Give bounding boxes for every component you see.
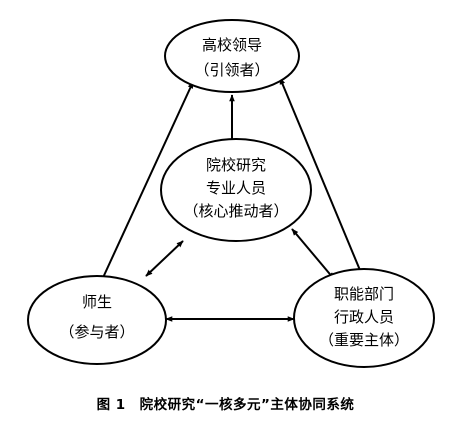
figure-number: 图 1 xyxy=(96,397,126,413)
node-leadership: 高校领导 （引领者） xyxy=(164,19,300,93)
node-leadership-role: （引领者） xyxy=(194,61,269,79)
figure-title: 院校研究“一核多元”主体协同系统 xyxy=(139,397,355,413)
node-professionals-line2: 专业人员 xyxy=(206,179,266,197)
node-admin-staff: 职能部门 行政人员 （重要主体） xyxy=(293,268,435,368)
node-admin-staff-line1: 职能部门 xyxy=(334,285,394,303)
node-professionals-line1: 院校研究 xyxy=(206,156,266,174)
arrow-professionals-teachers xyxy=(145,240,184,277)
node-teachers-students-role: （参与者） xyxy=(59,323,134,341)
figure-caption: 图 1 院校研究“一核多元”主体协同系统 xyxy=(0,393,451,413)
node-professionals-role: （核心推动者） xyxy=(183,202,288,220)
node-leadership-title: 高校领导 xyxy=(202,36,262,54)
arrow-leadership-teachers xyxy=(100,81,194,283)
arrow-professionals-admin xyxy=(291,228,335,280)
node-admin-staff-line2: 行政人员 xyxy=(334,308,394,326)
arrow-leadership-admin xyxy=(279,77,363,276)
node-admin-staff-role: （重要主体） xyxy=(319,331,409,349)
node-teachers-students: 师生 （参与者） xyxy=(27,275,167,365)
collaboration-diagram: 高校领导 （引领者） 院校研究 专业人员 （核心推动者） 师生 （参与者） 职能… xyxy=(27,19,435,368)
node-teachers-students-title: 师生 xyxy=(82,293,112,311)
node-professionals: 院校研究 专业人员 （核心推动者） xyxy=(160,138,312,242)
